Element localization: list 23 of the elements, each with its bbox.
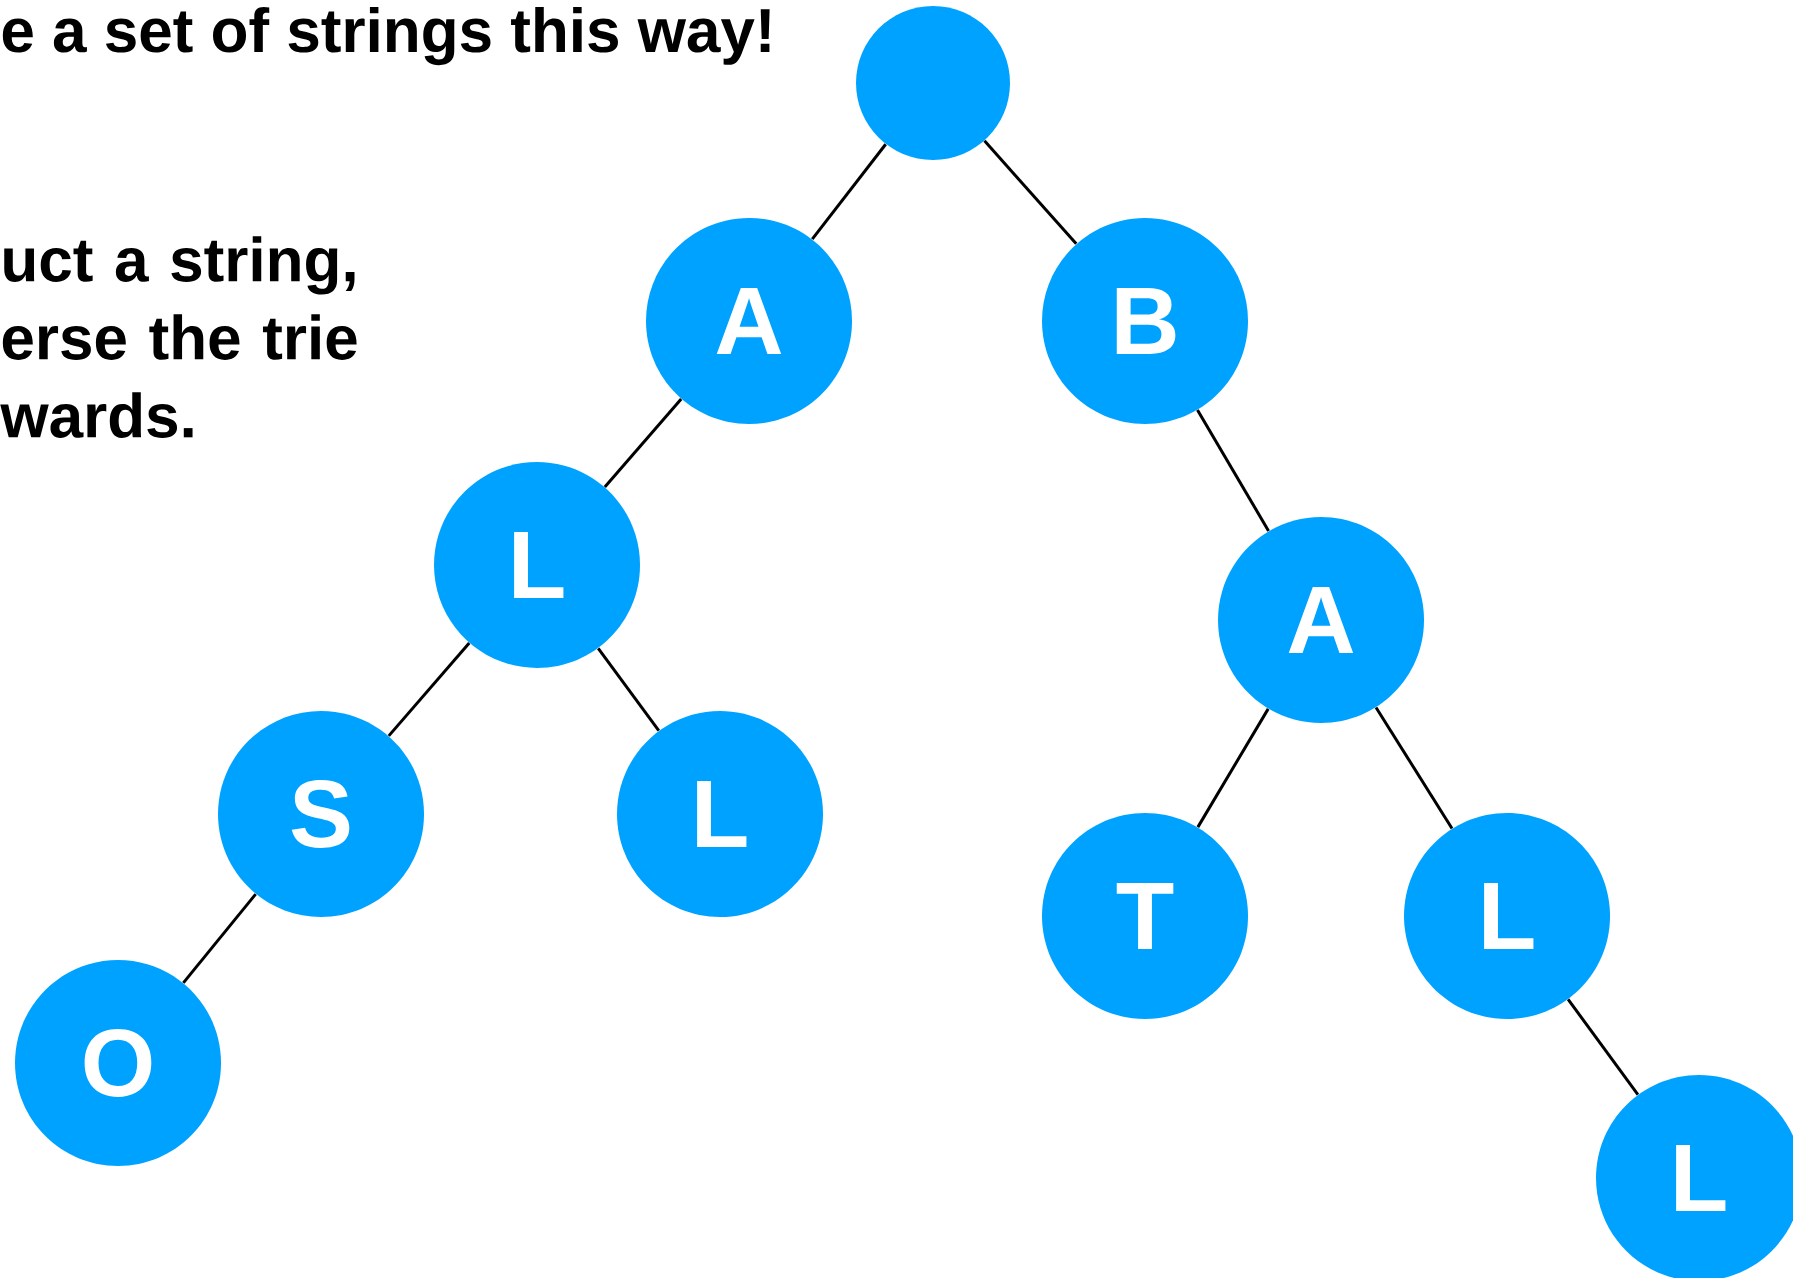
tree-edge bbox=[182, 893, 257, 984]
tree-edge bbox=[597, 647, 660, 732]
letter-node: S bbox=[218, 711, 424, 917]
letter-node: L bbox=[1596, 1075, 1793, 1278]
letter-node: L bbox=[434, 462, 640, 668]
tree-edge bbox=[1196, 708, 1270, 828]
tree-edge bbox=[1566, 998, 1640, 1096]
tree-edge bbox=[811, 143, 887, 241]
letter-node: A bbox=[1218, 517, 1424, 723]
tree-edge bbox=[603, 398, 683, 488]
letter-node: L bbox=[617, 711, 823, 917]
letter-node: T bbox=[1042, 813, 1248, 1019]
heading-text: e a set of strings this way! bbox=[2, 7, 770, 66]
letter-node: O bbox=[15, 960, 221, 1166]
tree-edge bbox=[387, 642, 471, 737]
letter-node: A bbox=[646, 218, 852, 424]
letter-node: L bbox=[1404, 813, 1610, 1019]
root-node bbox=[856, 6, 1010, 160]
letter-node: B bbox=[1042, 218, 1248, 424]
tree-edge bbox=[983, 139, 1078, 245]
body-text: uct a string, erse the trie wards. bbox=[0, 236, 357, 438]
tree-edge bbox=[1196, 409, 1270, 532]
tree-edge bbox=[1374, 706, 1454, 830]
